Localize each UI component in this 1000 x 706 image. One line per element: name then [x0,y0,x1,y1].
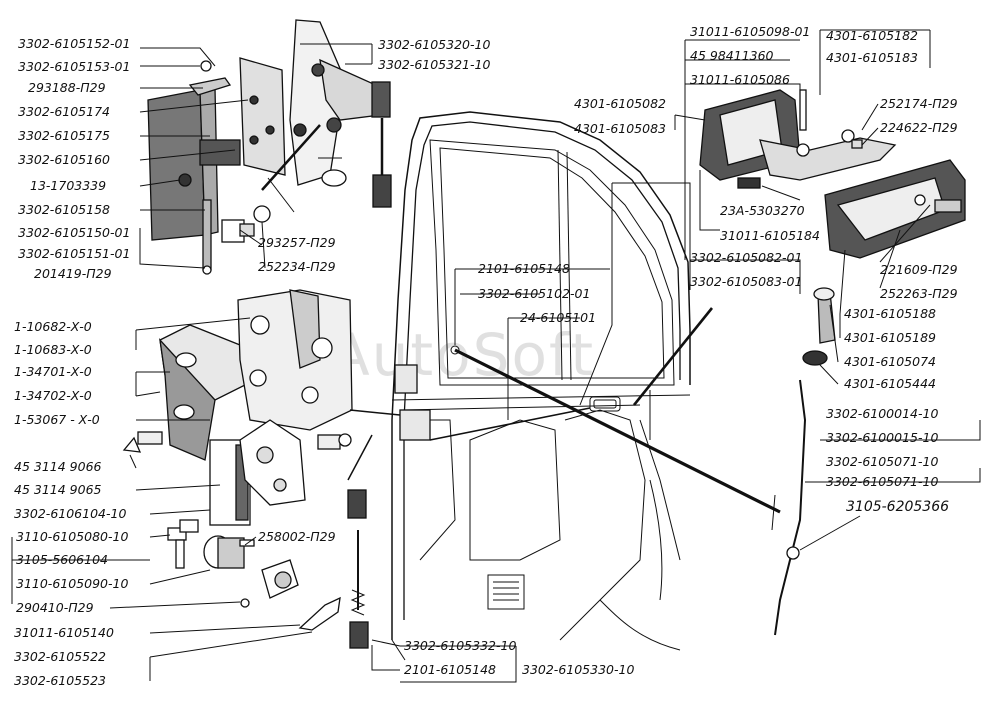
part-label: 2101-6105148 [404,662,496,677]
lock-leader-to-door [349,409,401,416]
part-label: 3302-6100014-10 [826,406,938,421]
part-label: 3105-5606104 [16,552,108,567]
part-label: 3302-6105071-10 [826,454,938,469]
part-label: 4301-6105082 [574,96,666,111]
part-label: 4301-6105182 [826,28,918,43]
part-label: 4301-6105183 [826,50,918,65]
part-label: 3302-6105523 [14,673,106,688]
part-label: 23А-5303270 [720,203,805,218]
part-label: 4301-6105444 [844,376,936,391]
part-label: 45 3114 9066 [14,459,102,474]
assembly-arrow-handle [632,307,714,406]
part-label: 221609-П29 [880,262,958,277]
lock-screw-1 [122,431,163,453]
part-label: 31011-6105184 [720,228,820,243]
part-label: 3302-6106104-10 [14,506,126,521]
part-label: 224622-П29 [880,120,958,135]
part-label: 252234-П29 [258,259,336,274]
handle-bracket-2 [579,183,613,406]
hinge-tick-2 [267,177,295,213]
speaker-grille [487,574,525,610]
part-label: 31011-6105140 [14,625,114,640]
part-label: 3302-6105082-01 [690,250,802,265]
door-latch-slot [394,364,418,394]
inner-handle-housing [699,89,897,189]
part-label: 290410-П29 [16,600,94,615]
part-label: 13-1703339 [30,178,106,193]
rod-parts [347,489,369,649]
lock-assembly [159,289,353,526]
part-label: 3110-6105080-10 [16,529,128,544]
door-lock-plate [399,409,431,441]
arrow-tick [771,494,776,531]
part-label: 252263-П29 [880,286,958,301]
part-label: 45 3114 9065 [14,482,102,497]
part-label: 2101-6105148 [478,261,570,276]
door-handle-slot-inner [593,399,617,409]
long-rod [774,379,807,636]
part-label: 3302-6105153-01 [18,59,130,74]
part-label: 3302-6105174 [18,104,110,119]
part-label: 3302-6105330-10 [522,662,634,677]
part-label: 4301-6105189 [844,330,936,345]
outer-handle [824,159,966,259]
part-label: 3105-6205366 [846,499,949,515]
part-label: 3302-6105321-10 [378,57,490,72]
part-label: 24-6105101 [520,310,596,325]
assembly-arrow-lock [454,348,781,514]
part-label: 3302-6105175 [18,128,110,143]
door-pivot-point [450,345,460,355]
part-label: 293257-П29 [258,235,336,250]
part-label: 1-34702-Х-0 [14,388,92,403]
door-handle-slot [589,396,621,412]
part-label: 3302-6105160 [18,152,110,167]
part-label: 31011-6105086 [690,72,790,87]
rod-clip [786,546,800,560]
part-label: 3302-6105332-10 [404,638,516,653]
hinge-bolt [221,219,255,243]
part-label: 3302-6105151-01 [18,246,130,261]
part-label: 1-10683-Х-0 [14,342,92,357]
part-label: 3302-6105320-10 [378,37,490,52]
part-label: 4301-6105083 [574,121,666,136]
hinge-spring-washer [253,205,271,223]
part-label: 3302-6100015-10 [826,430,938,445]
part-label: 201419-П29 [34,266,112,281]
part-label: 4301-6105188 [844,306,936,321]
hinge-assembly-arrow [261,124,321,191]
hinge-washer [321,169,347,187]
lock-screw-2 [317,433,352,450]
lock-button [802,287,836,366]
part-label: 3302-6105158 [18,202,110,217]
part-label: 252174-П29 [880,96,958,111]
speaker-grille-slots [493,581,519,601]
part-label: 3302-6105083-01 [690,274,802,289]
part-label: 1-10682-Х-0 [14,319,92,334]
part-label: 3302-6105071-10 [826,474,938,489]
part-label: 31011-6105098-01 [690,24,810,39]
part-label: 1-34701-Х-0 [14,364,92,379]
part-label: 3110-6105090-10 [16,576,128,591]
part-label: 3302-6105150-01 [18,225,130,240]
leader-lines [11,29,981,683]
part-label: 45 98411360 [690,48,774,63]
screw-252174 [841,129,863,149]
part-label: 1-53067 - Х-0 [14,412,100,427]
part-labels: 3302-6105152-01 3302-6105153-01 293188-П… [14,24,958,688]
handle-bracket [612,182,691,290]
part-label: 3302-6105102-01 [478,286,590,301]
part-label: 3302-6105152-01 [18,36,130,51]
rod-leader [347,434,373,481]
part-label: 258002-П29 [258,529,336,544]
door-rod [429,407,591,441]
part-label: 293188-П29 [28,80,106,95]
part-label: 4301-6105074 [844,354,936,369]
hinge-assembly [147,57,286,275]
part-label: 3302-6105522 [14,649,106,664]
key-cylinder-group [167,519,341,631]
